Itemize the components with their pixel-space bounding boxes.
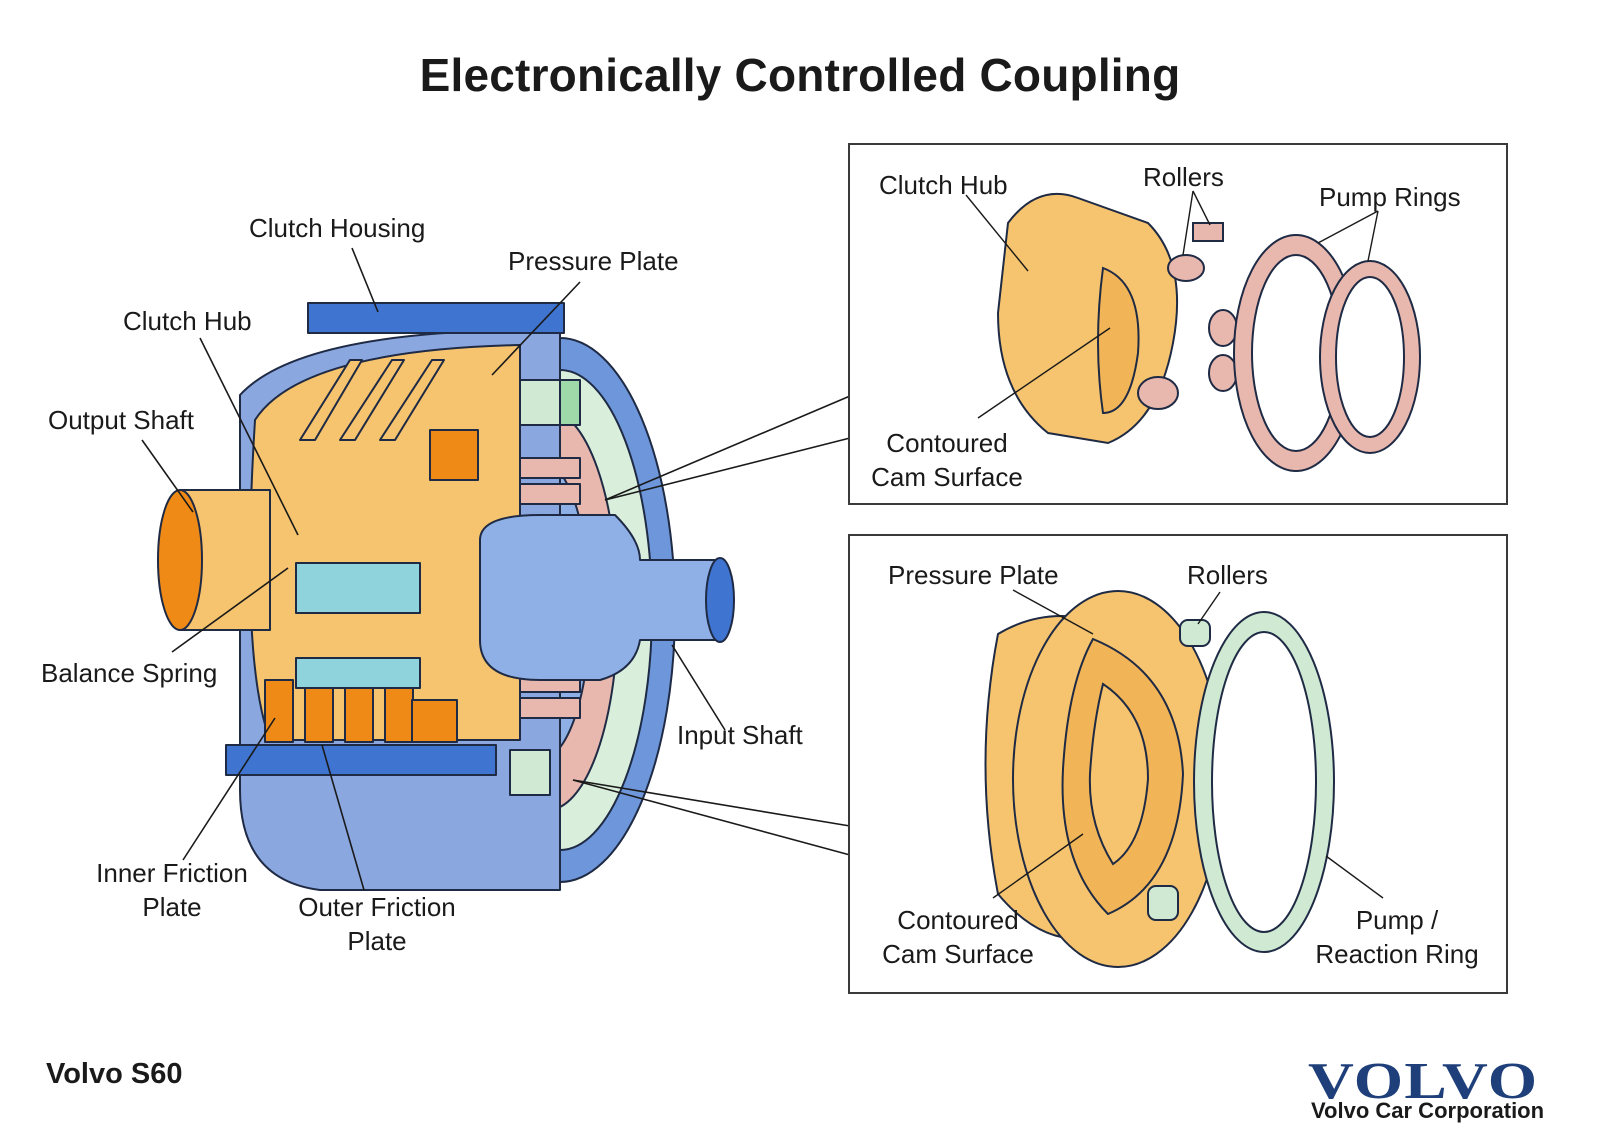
label-outer-friction-plate: Outer Friction Plate: [298, 890, 456, 958]
inset-top-label-pump-rings: Pump Rings: [1319, 182, 1461, 212]
label-clutch-hub: Clutch Hub: [123, 306, 252, 336]
label-balance-spring: Balance Spring: [41, 658, 218, 688]
corporation-label: Volvo Car Corporation: [1311, 1098, 1545, 1123]
label-inner-friction-line1: Inner Friction: [96, 858, 248, 888]
label-clutch-housing: Clutch Housing: [249, 213, 426, 243]
input-shaft-shape: [479, 514, 721, 681]
inset-top-label-cam-surface: Contoured Cam Surface: [871, 426, 1023, 494]
label-output-shaft: Output Shaft: [48, 405, 194, 435]
inset-top-label-clutch-hub: Clutch Hub: [879, 170, 1008, 200]
inset-bottom-cam-line2: Cam Surface: [882, 939, 1034, 969]
inset-bottom-label-cam-surface: Contoured Cam Surface: [882, 903, 1034, 971]
inset-bottom-pump-line2: Reaction Ring: [1315, 939, 1479, 969]
label-input-shaft: Input Shaft: [677, 720, 803, 750]
inset-bottom-cam-line1: Contoured: [897, 905, 1019, 935]
diagram-title: Electronically Controlled Coupling: [419, 49, 1181, 101]
inset-bottom-pump-line1: Pump /: [1355, 905, 1439, 935]
label-pressure-plate: Pressure Plate: [508, 246, 679, 276]
label-outer-friction-line1: Outer Friction: [298, 892, 456, 922]
label-outer-friction-line2: Plate: [347, 926, 407, 956]
inset-top-illustration: [965, 190, 1421, 472]
inset-bottom-label-rollers: Rollers: [1187, 560, 1268, 590]
volvo-logo: VOLVO: [1308, 1053, 1539, 1110]
inset-top-cam-line1: Contoured: [886, 428, 1008, 458]
label-inner-friction-line2: Plate: [142, 892, 202, 922]
inset-top-label-rollers: Rollers: [1143, 162, 1224, 192]
inset-bottom-illustration: [984, 589, 1384, 968]
inset-bottom-label-pump-reaction-ring: Pump / Reaction Ring: [1315, 903, 1478, 971]
inset-bottom-label-pressure-plate: Pressure Plate: [888, 560, 1059, 590]
vehicle-model-label: Volvo S60: [46, 1058, 183, 1090]
label-inner-friction-plate: Inner Friction Plate: [96, 856, 248, 924]
inset-top-cam-line2: Cam Surface: [871, 462, 1023, 492]
